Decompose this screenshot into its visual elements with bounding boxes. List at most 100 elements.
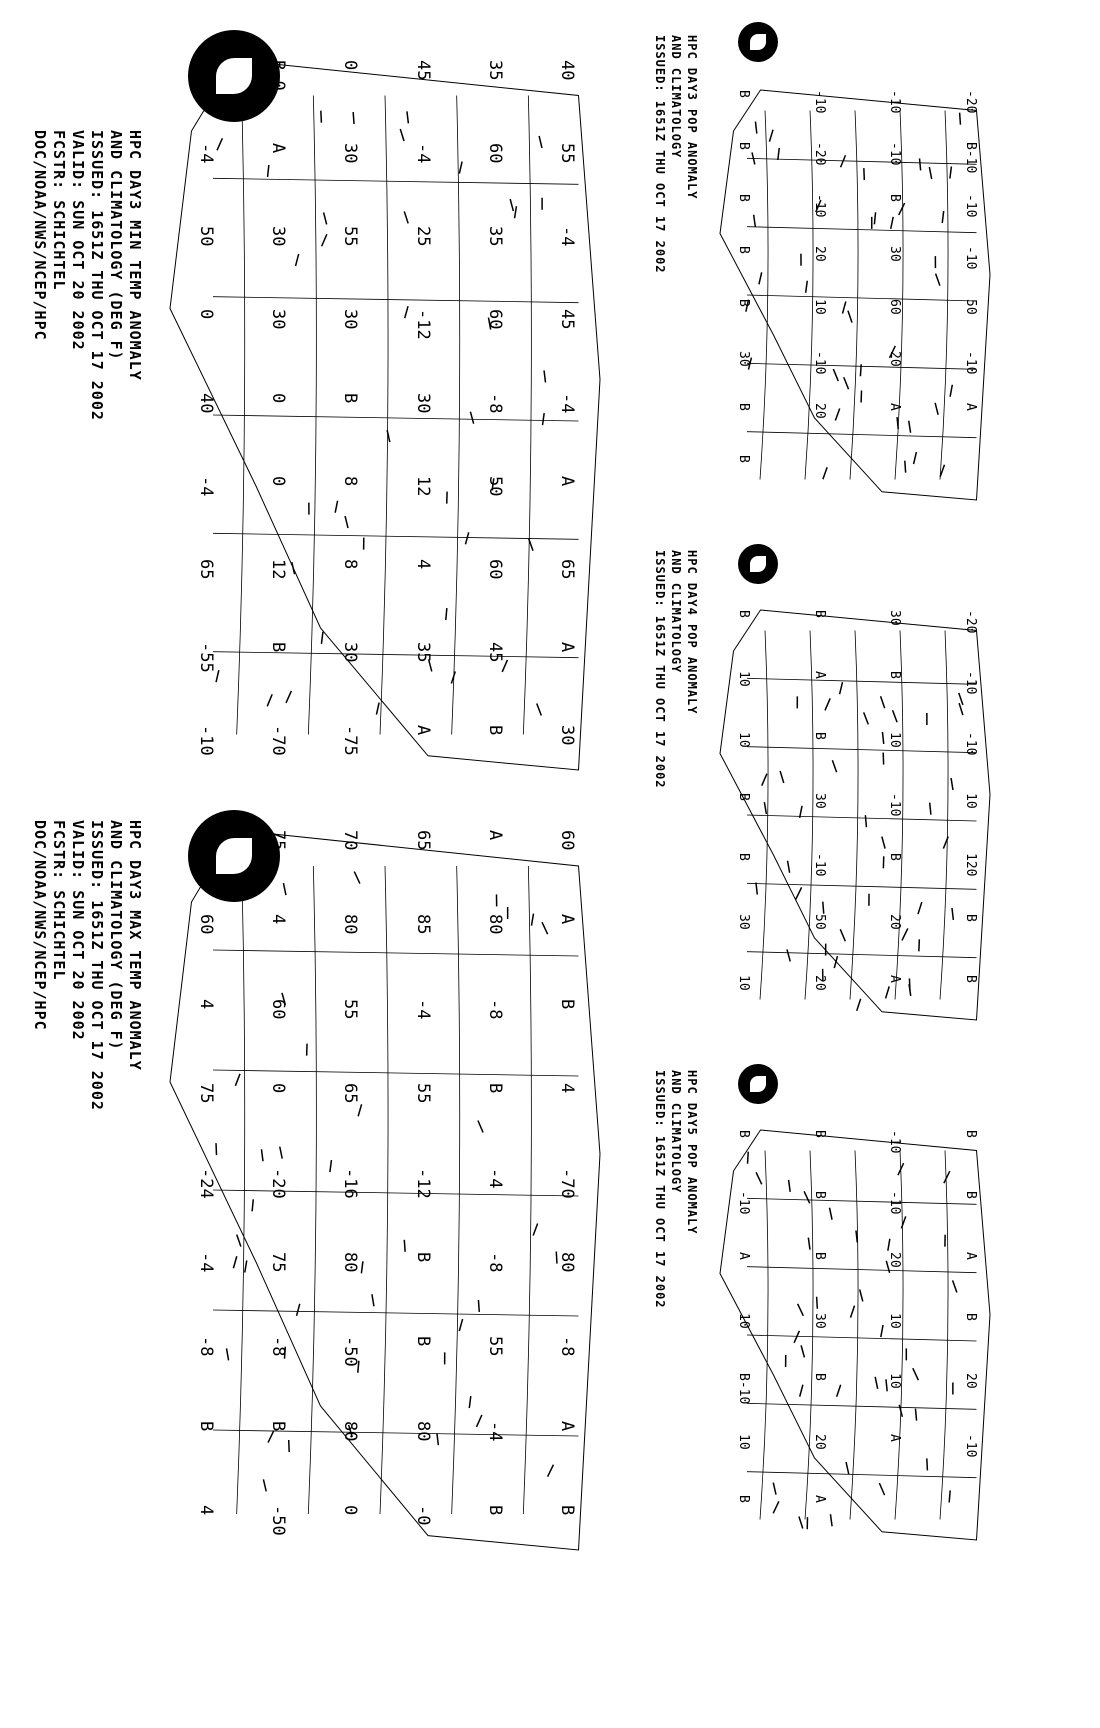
contour-label: 80 bbox=[340, 1421, 360, 1442]
wind-barb bbox=[751, 152, 756, 165]
wind-barb bbox=[291, 562, 296, 575]
contour-label: B bbox=[963, 1191, 978, 1199]
state-boundary bbox=[379, 865, 389, 1515]
wind-barb bbox=[838, 681, 844, 695]
wind-barb bbox=[267, 1430, 275, 1443]
wind-barb bbox=[951, 1280, 958, 1293]
contour-label: 80 bbox=[557, 1252, 577, 1273]
contour-label: A bbox=[963, 403, 978, 411]
wind-barb bbox=[879, 695, 886, 709]
map-header: HPC DAY3 MAX TEMP ANOMALY AND CLIMATOLOG… bbox=[30, 820, 144, 1111]
wind-barb bbox=[322, 212, 328, 225]
wind-barb bbox=[798, 1516, 804, 1529]
contour-label: 8 bbox=[340, 476, 360, 487]
contour-label: -8 bbox=[268, 1336, 288, 1357]
contour-label: 30 bbox=[812, 793, 827, 809]
contour-label: -10 bbox=[963, 1434, 978, 1458]
wind-barb bbox=[918, 158, 922, 171]
state-boundary bbox=[212, 1189, 579, 1197]
contour-label: -10 bbox=[812, 351, 827, 375]
wind-barb bbox=[958, 702, 964, 716]
contour-label: -10 bbox=[887, 1191, 902, 1215]
wind-barb bbox=[772, 1501, 780, 1514]
contour-label: 10 bbox=[736, 732, 751, 748]
wind-barb bbox=[804, 280, 809, 293]
wind-barb bbox=[458, 1318, 464, 1332]
wind-barb bbox=[900, 1216, 907, 1229]
contour-label: 25 bbox=[413, 226, 433, 247]
contour-label: B bbox=[812, 1373, 827, 1381]
contour-label: -12 bbox=[413, 1168, 433, 1199]
wind-barb bbox=[942, 836, 949, 849]
contour-label: 55 bbox=[340, 999, 360, 1020]
wind-barb bbox=[285, 690, 293, 704]
wind-barb bbox=[928, 166, 933, 180]
header-line: ISSUED: 1651Z THU OCT 17 2002 bbox=[653, 1070, 667, 1309]
map-header: HPC DAY3 MIN TEMP ANOMALY AND CLIMATOLOG… bbox=[30, 130, 144, 421]
contour-label: -4 bbox=[196, 143, 216, 164]
wind-barb bbox=[469, 411, 475, 424]
wind-barb bbox=[807, 1237, 811, 1250]
contour-label: -10 bbox=[887, 90, 902, 114]
contour-label: B bbox=[887, 194, 902, 202]
wind-barb bbox=[843, 376, 850, 390]
contour-label: -8 bbox=[485, 999, 505, 1020]
state-boundary bbox=[236, 865, 246, 1515]
contour-label: -10 bbox=[812, 194, 827, 218]
wind-barb bbox=[834, 408, 841, 421]
contour-label: 0 bbox=[268, 476, 288, 487]
state-boundary bbox=[746, 1402, 977, 1410]
wind-barb bbox=[898, 1404, 904, 1417]
contour-label: -8 bbox=[485, 393, 505, 414]
state-boundary bbox=[759, 630, 769, 1000]
state-boundary bbox=[522, 95, 532, 735]
contour-label: 10 bbox=[963, 793, 978, 809]
state-boundary bbox=[849, 110, 859, 480]
contour-label: 30 bbox=[340, 143, 360, 164]
contour-label: 35 bbox=[485, 60, 505, 81]
contour-label: A bbox=[413, 725, 433, 736]
contour-label: -4 bbox=[485, 1421, 505, 1442]
wind-barb bbox=[948, 1490, 951, 1503]
wind-barb bbox=[357, 1360, 360, 1373]
contour-label: B bbox=[887, 671, 902, 679]
wind-barb bbox=[835, 1384, 842, 1398]
contour-label: -55 bbox=[196, 642, 216, 673]
contour-label: B bbox=[268, 642, 288, 653]
state-boundary bbox=[894, 630, 904, 1000]
wind-barb bbox=[532, 1223, 539, 1236]
state-boundary bbox=[522, 865, 532, 1515]
wind-barb bbox=[898, 202, 906, 216]
wind-barb bbox=[236, 1234, 242, 1247]
contour-label: -4 bbox=[485, 1168, 505, 1189]
contour-label: A bbox=[887, 975, 902, 983]
wind-barb bbox=[541, 921, 549, 935]
state-boundary bbox=[212, 532, 579, 540]
wind-barb bbox=[344, 515, 349, 529]
wind-barb bbox=[917, 901, 923, 915]
wind-barb bbox=[278, 1146, 283, 1159]
contour-label: 40 bbox=[196, 393, 216, 414]
header-line: FCSTR: SCHICHTEL bbox=[50, 820, 68, 981]
contour-label: 60 bbox=[196, 914, 216, 935]
wind-barb bbox=[841, 301, 847, 314]
contour-label: B bbox=[557, 999, 577, 1010]
contour-label: 80 bbox=[485, 914, 505, 935]
contour-label: 20 bbox=[887, 1252, 902, 1268]
wind-barb bbox=[822, 467, 828, 480]
wind-barb bbox=[501, 659, 509, 673]
wind-barb bbox=[803, 1190, 811, 1204]
header-line: HPC DAY5 POP ANOMALY bbox=[685, 1070, 699, 1235]
contour-label: 10 bbox=[736, 1434, 751, 1450]
wind-barb bbox=[745, 299, 750, 312]
wind-barb bbox=[881, 836, 886, 849]
header-line: HPC DAY3 POP ANOMALY bbox=[685, 35, 699, 200]
wind-barb bbox=[943, 1170, 951, 1184]
wind-barb bbox=[859, 364, 862, 377]
wind-barb bbox=[399, 128, 405, 142]
wind-barb bbox=[746, 1151, 749, 1164]
contour-label: B bbox=[736, 299, 751, 307]
wind-barb bbox=[772, 1482, 777, 1495]
header-line: AND CLIMATOLOGY bbox=[669, 35, 683, 159]
state-boundary bbox=[746, 1334, 977, 1342]
